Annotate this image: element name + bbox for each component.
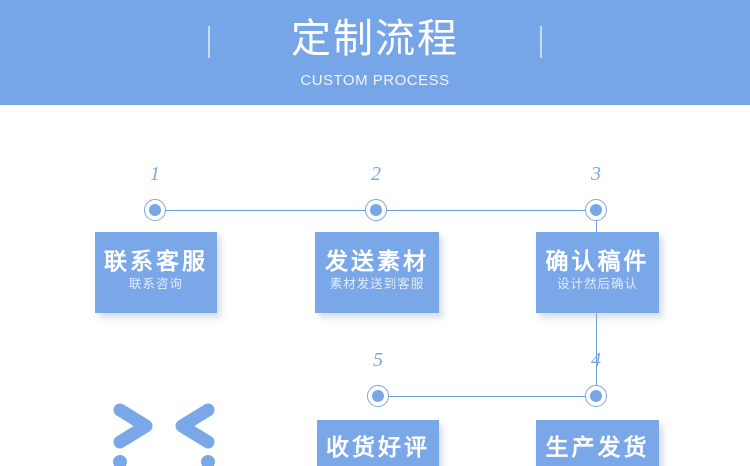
page-header-banner: 定制流程 CUSTOM PROCESS xyxy=(0,0,750,105)
step-number-4: 4 xyxy=(591,349,601,371)
step-card-2[interactable]: 发送素材 素材发送到客服 xyxy=(315,232,439,313)
page-title: 定制流程 xyxy=(291,16,459,62)
step-number-2: 2 xyxy=(371,163,381,185)
step-dot-3 xyxy=(590,204,602,216)
step-card-3[interactable]: 确认稿件 设计然后确认 xyxy=(536,232,659,313)
chevron-decoration-svg xyxy=(113,403,215,466)
step-dot-5 xyxy=(372,390,384,402)
step-subtitle-3: 设计然后确认 xyxy=(556,277,638,291)
connector-line-step4-to-step5 xyxy=(378,396,596,397)
step-card-4[interactable]: 生产发货 xyxy=(536,420,659,466)
step-title-2: 发送素材 xyxy=(325,249,429,275)
step-title-5: 收货好评 xyxy=(326,435,430,461)
step-card-5[interactable]: 收货好评 xyxy=(317,420,439,466)
step-subtitle-2: 素材发送到客服 xyxy=(329,277,425,291)
step-card-1[interactable]: 联系客服 联系咨询 xyxy=(95,232,217,313)
step-number-3: 3 xyxy=(591,163,601,185)
header-rule-right xyxy=(540,26,542,58)
double-chevron-inward-icon xyxy=(104,398,224,466)
step-title-1: 联系客服 xyxy=(104,249,208,275)
header-rule-left xyxy=(208,26,210,58)
step-dot-2 xyxy=(370,204,382,216)
step-title-3: 确认稿件 xyxy=(545,249,650,275)
step-number-1: 1 xyxy=(150,163,160,185)
step-dot-4 xyxy=(590,390,602,402)
step-number-5: 5 xyxy=(373,349,383,371)
step-dot-1 xyxy=(149,204,161,216)
page-subtitle: CUSTOM PROCESS xyxy=(300,72,450,89)
step-subtitle-1: 联系咨询 xyxy=(128,277,183,291)
step-title-4: 生产发货 xyxy=(545,435,650,461)
